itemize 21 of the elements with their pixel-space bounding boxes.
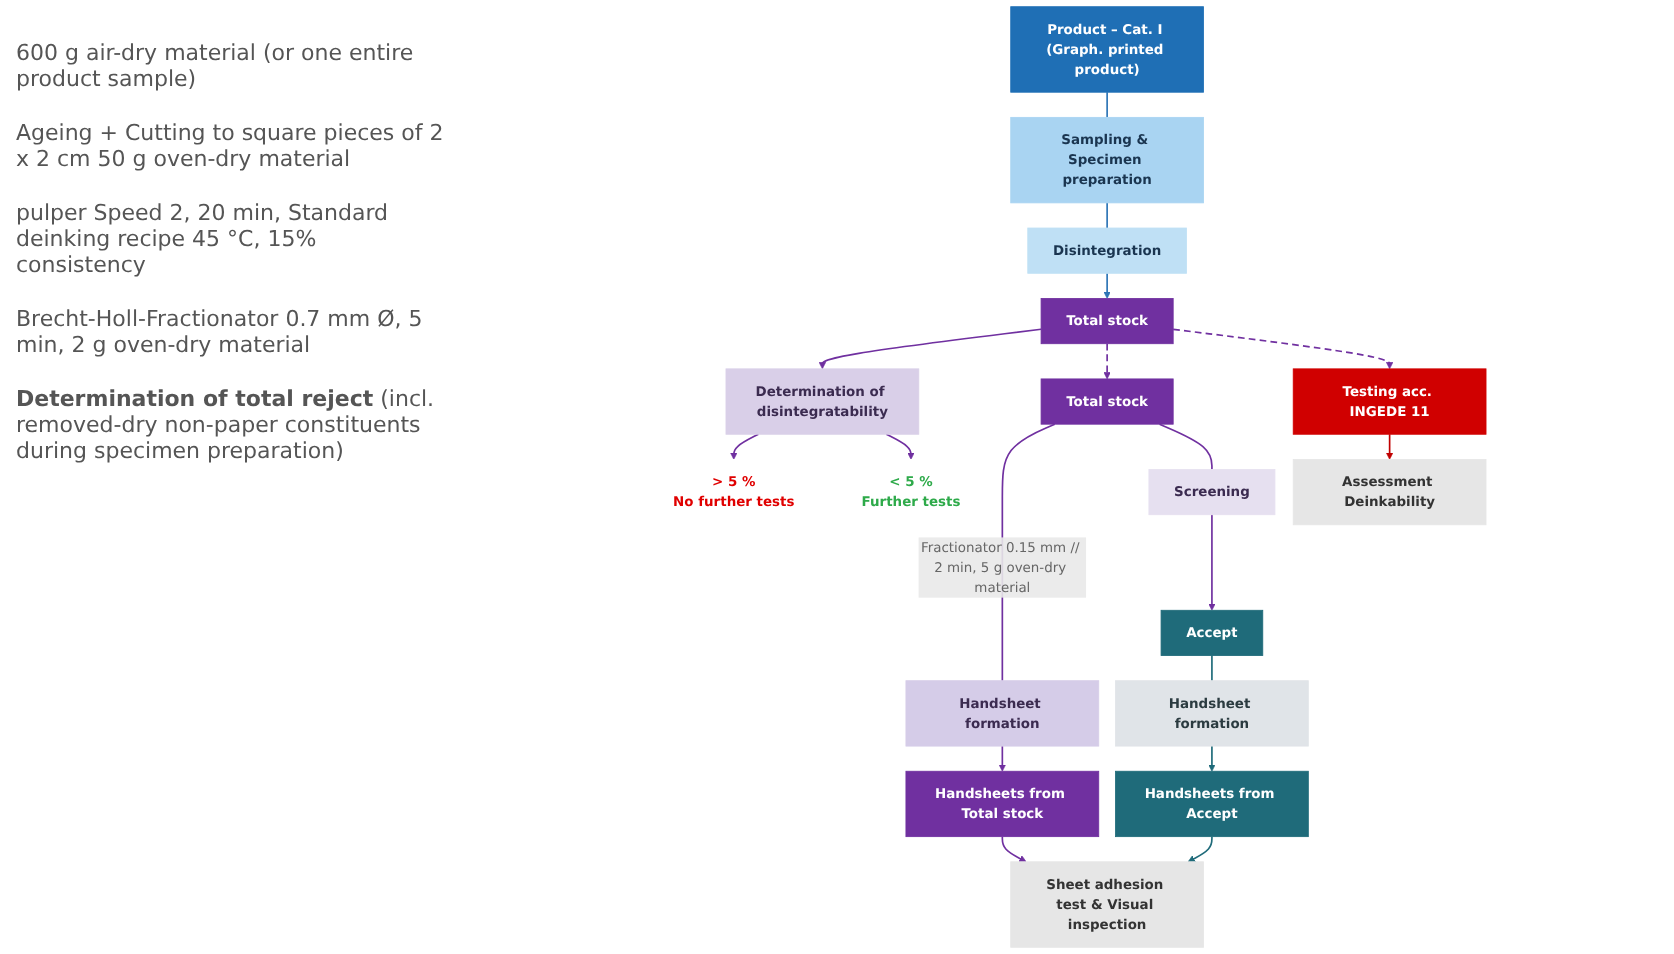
note-text: Brecht-Holl-Fractionator 0.7 mm Ø, 5 min, 2 g oven-dry material [16,306,425,358]
note-text: pulper Speed 2, 20 min, Standard deinking recipe 45 °C, 15% consistency [16,200,391,278]
note-text: Ageing + Cutting to square pieces of 2 x 2 cm 50 g oven-dry material [16,120,444,172]
arrow [1187,835,1213,863]
connector [1211,654,1213,682]
arrow [818,328,1042,370]
note-text: Determination of total reject (incl. removed-dry non-paper constituents during specimen preparation) [16,386,437,464]
arrow [1001,835,1027,863]
arrow [1208,745,1216,772]
connector [1158,423,1213,471]
note-text: 600 g air-dry material (or one entire product sample) [16,40,416,92]
arrow [1103,272,1111,299]
connector [1106,202,1108,229]
arrow [1172,328,1394,370]
arrow [730,433,760,460]
arrow [885,433,915,460]
arrow [1208,513,1216,611]
arrow [1385,433,1394,460]
connector [1106,91,1108,119]
arrow [1103,342,1111,380]
arrow [998,745,1007,772]
